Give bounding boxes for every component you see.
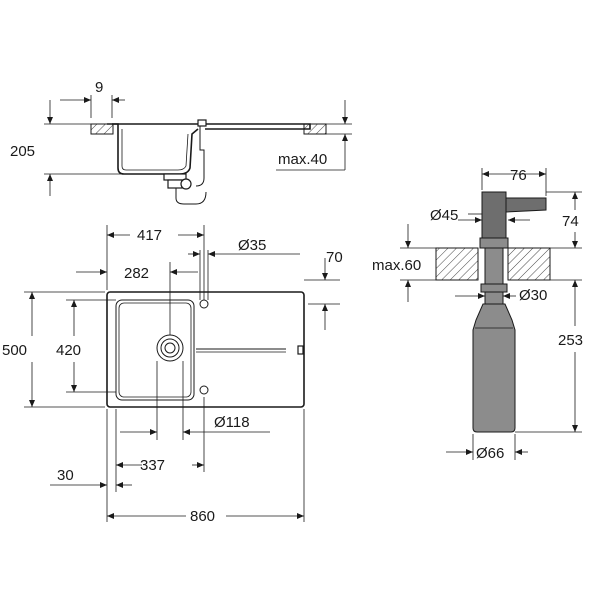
dispenser-collar bbox=[479, 237, 509, 249]
dim-d30-label: Ø30 bbox=[519, 287, 547, 304]
dim-282-label: 282 bbox=[124, 265, 149, 282]
dispenser-worktop-right bbox=[507, 247, 551, 281]
sink-outline bbox=[106, 291, 305, 408]
dispenser-head bbox=[481, 191, 507, 241]
bowl-outline bbox=[115, 299, 195, 401]
dim-253-label: 253 bbox=[558, 332, 583, 349]
sink-deck-line bbox=[107, 123, 311, 130]
dispenser-worktop-left bbox=[435, 247, 479, 281]
dim-9-label: 9 bbox=[95, 79, 103, 96]
dim-417-label: 417 bbox=[137, 227, 162, 244]
dispenser-spout bbox=[505, 197, 547, 213]
dim-max60-label: max.60 bbox=[372, 257, 421, 274]
dim-max40-label: max.40 bbox=[278, 151, 327, 168]
dim-d45-label: Ø45 bbox=[430, 207, 458, 224]
dispenser-shaft bbox=[484, 247, 504, 289]
sink-side-section: 9 205 max.40 bbox=[10, 79, 352, 205]
waste-body bbox=[167, 179, 183, 189]
bowl-profile bbox=[112, 123, 199, 175]
dim-70-label: 70 bbox=[326, 249, 343, 266]
dispenser-bottle bbox=[472, 303, 516, 433]
dim-d66-label: Ø66 bbox=[476, 445, 504, 462]
dim-d118-label: Ø118 bbox=[214, 414, 250, 431]
overflow-pipe bbox=[195, 124, 205, 187]
tap-hole bbox=[199, 299, 209, 309]
dim-500-label: 500 bbox=[2, 342, 27, 359]
sink-plan-view: 417 Ø35 70 282 500 bbox=[2, 225, 343, 525]
waste-connector bbox=[180, 178, 192, 190]
dim-74-label: 74 bbox=[562, 213, 579, 230]
worktop-left-hatch bbox=[90, 123, 114, 135]
dim-30-label: 30 bbox=[57, 467, 74, 484]
dim-d35-label: Ø35 bbox=[238, 237, 266, 254]
waste-fitting bbox=[163, 173, 187, 181]
dim-860-label: 860 bbox=[190, 508, 215, 525]
dim-76-label: 76 bbox=[510, 167, 527, 184]
overflow-cap bbox=[197, 119, 207, 127]
soap-dispenser: 76 Ø45 74 max.60 Ø30 bbox=[372, 167, 583, 462]
waste-pipe bbox=[175, 188, 207, 205]
dim-337-label: 337 bbox=[140, 457, 165, 474]
bowl-inner-profile bbox=[121, 129, 189, 171]
dim-205-label: 205 bbox=[10, 143, 35, 160]
dim-420-label: 420 bbox=[56, 342, 81, 359]
drainer-end-tab bbox=[297, 345, 304, 355]
overflow-hole bbox=[199, 385, 209, 395]
